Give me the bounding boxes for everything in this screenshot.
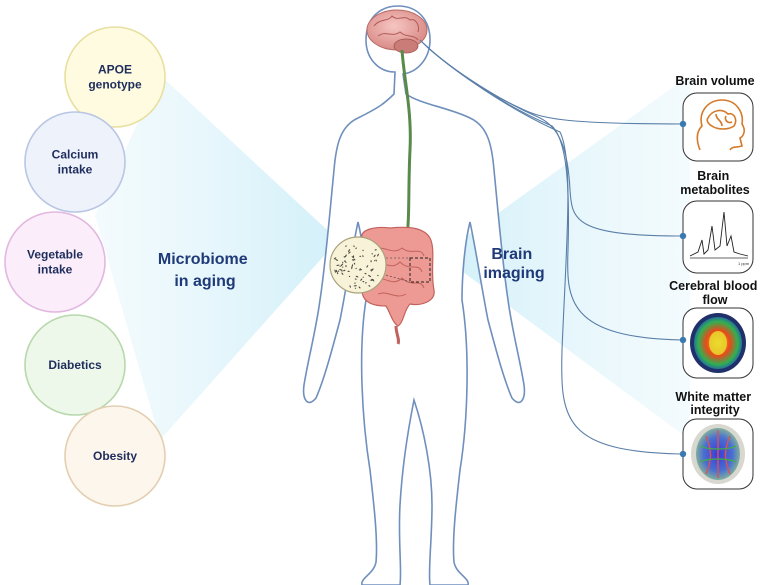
microbiome-label: Microbiome in aging xyxy=(158,251,252,290)
microbiome-magnifier xyxy=(329,236,411,294)
brain-head-icon xyxy=(696,99,745,151)
modality-white-matter: White matter integrity xyxy=(675,390,754,490)
tractography-icon xyxy=(691,424,745,484)
perfusion-map-icon xyxy=(690,313,746,373)
svg-text:Cerebral blood flow: Cerebral blood flow xyxy=(669,279,761,307)
factor-label: Obesity xyxy=(93,449,137,463)
vagus-nerve xyxy=(400,49,412,246)
factor-label: Diabetics xyxy=(48,358,102,372)
modality-cerebral-blood-flow: Cerebral blood flow xyxy=(669,279,761,379)
right-beam xyxy=(440,75,690,440)
modality-brain-metabolites: Brain metabolites 1 ppm xyxy=(679,169,754,274)
brain-imaging-label: Brain imaging xyxy=(483,246,544,282)
svg-text:Brain volume: Brain volume xyxy=(675,74,754,88)
svg-text:1 ppm: 1 ppm xyxy=(738,261,750,266)
spectrum-icon: 1 ppm xyxy=(689,211,750,266)
modality-brain-volume: Brain volume xyxy=(675,74,755,162)
svg-text:White matter integrity: White matter integrity xyxy=(675,390,754,417)
factor-circle-3: Diabetics xyxy=(24,314,126,416)
left-beam xyxy=(95,75,338,440)
svg-text:Brain metabolites: Brain metabolites xyxy=(680,169,750,197)
connector-lines xyxy=(419,39,684,455)
factor-circle-4: Obesity xyxy=(64,405,166,507)
brain-illustration xyxy=(366,9,428,54)
